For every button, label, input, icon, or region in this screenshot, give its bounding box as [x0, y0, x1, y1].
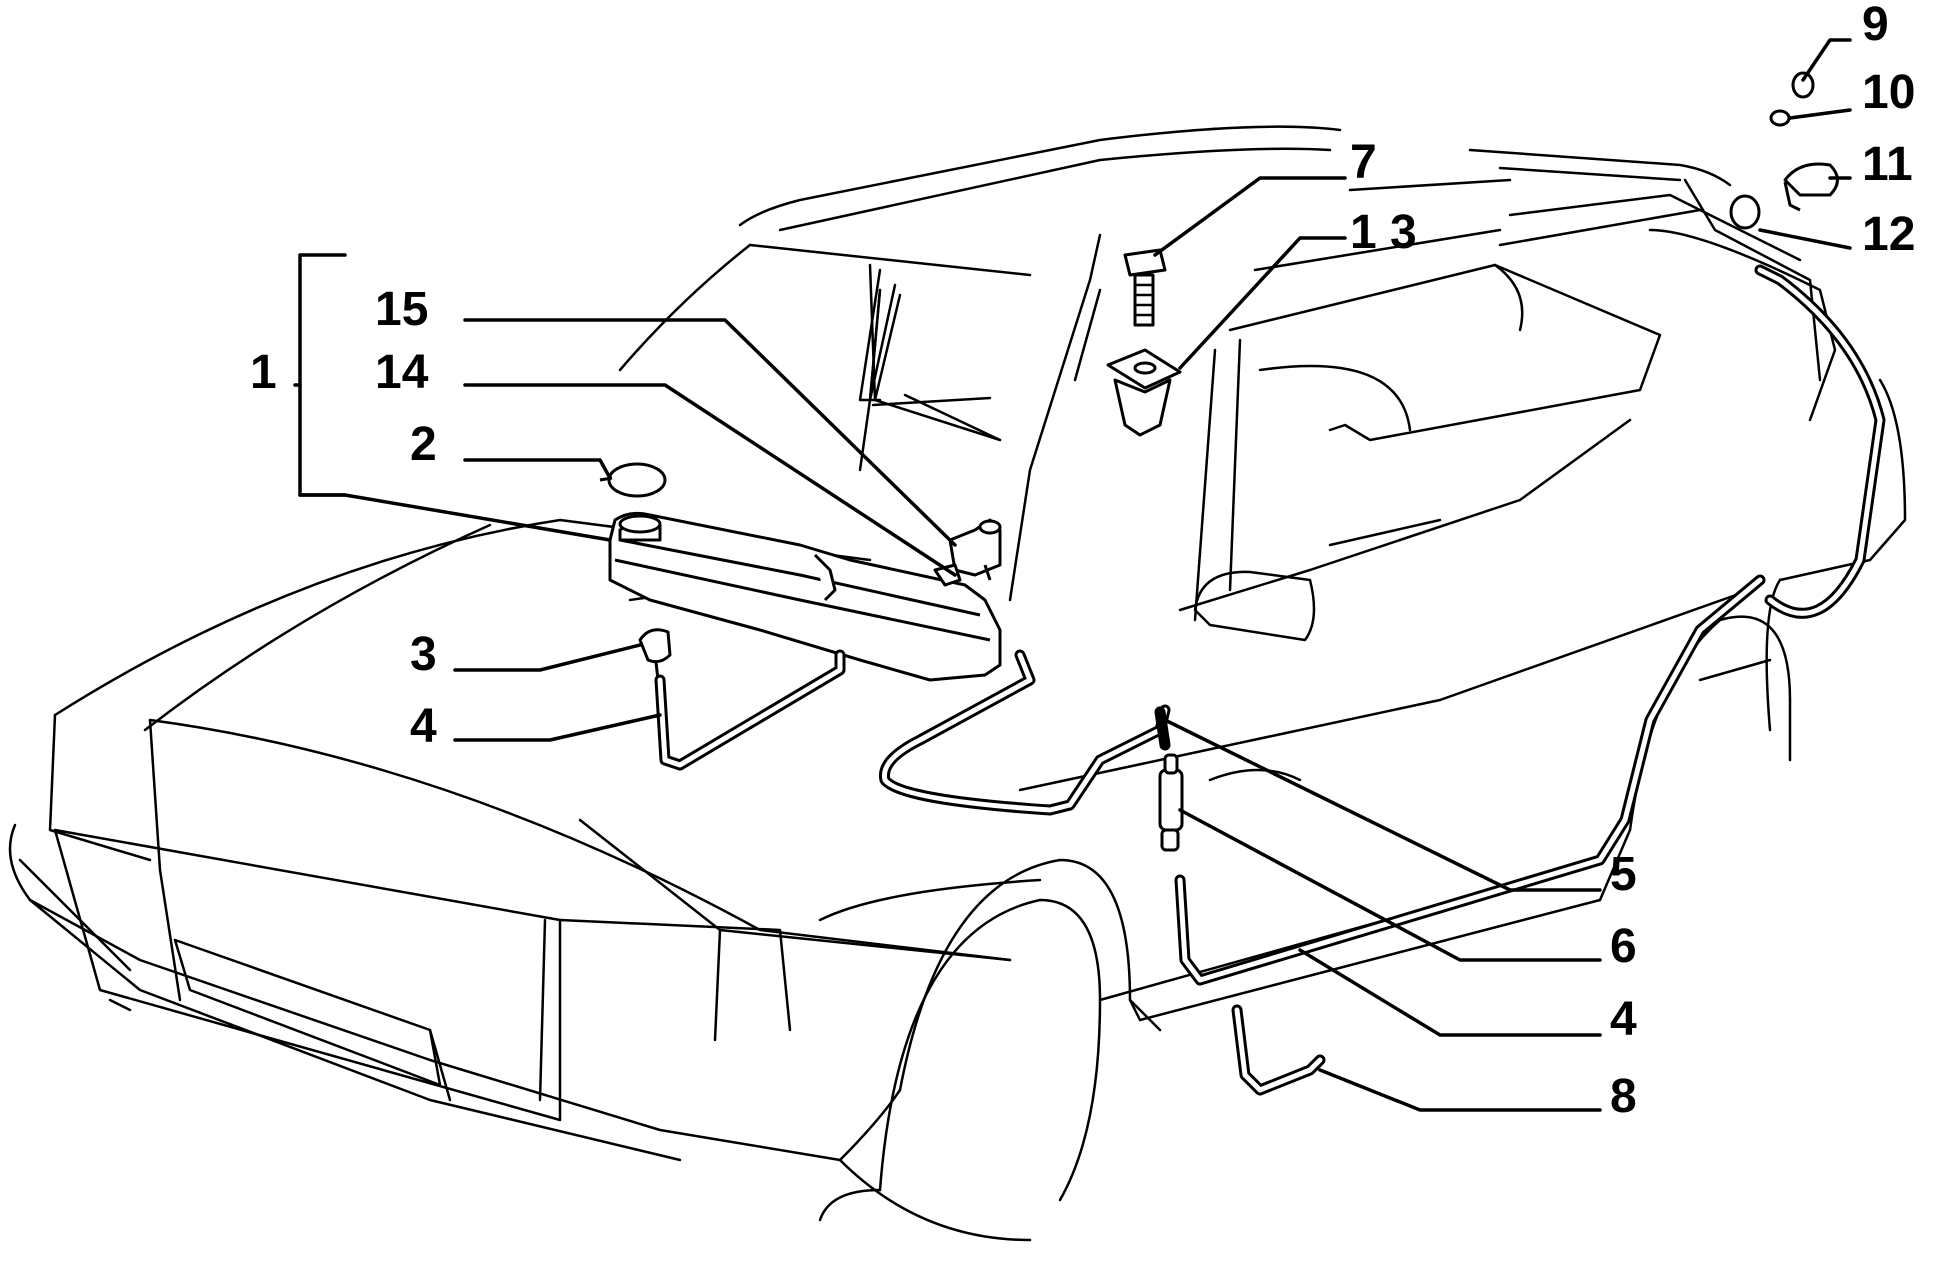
callout-1: 1 — [250, 346, 277, 399]
callout-11: 11 — [1862, 138, 1913, 191]
callout-6: 6 — [1610, 920, 1637, 973]
callout-15: 15 — [375, 283, 428, 336]
car-body-outline — [8, 125, 1907, 1242]
callout-5: 5 — [1610, 848, 1637, 901]
callout-3: 3 — [410, 628, 437, 681]
callout-14: 14 — [375, 346, 429, 399]
callout-4-rear: 4 — [1610, 993, 1637, 1046]
callout-7: 7 — [1350, 136, 1377, 189]
callout-13: 1 3 — [1350, 206, 1417, 259]
callout-9: 9 — [1862, 0, 1889, 51]
inline-connector — [1158, 753, 1184, 852]
callout-4-front: 4 — [410, 700, 437, 753]
rear-nozzle-assembly — [1729, 71, 1839, 230]
clip-nut — [1106, 348, 1182, 437]
washer-pump — [933, 518, 1002, 587]
callout-2: 2 — [410, 418, 437, 471]
callout-12: 12 — [1862, 208, 1915, 261]
washer-hoses — [654, 264, 1886, 1096]
callout-10: 10 — [1862, 66, 1915, 119]
reservoir-cap — [599, 462, 667, 498]
callout-labels: 1 15 14 2 3 4 7 1 3 9 10 11 12 5 6 4 8 — [250, 0, 1915, 1123]
washer-reservoir — [608, 511, 1002, 682]
mounting-bolt — [1123, 248, 1167, 327]
leader-lines — [293, 38, 1852, 1112]
callout-8: 8 — [1610, 1070, 1637, 1123]
pump-grommet — [638, 628, 672, 681]
